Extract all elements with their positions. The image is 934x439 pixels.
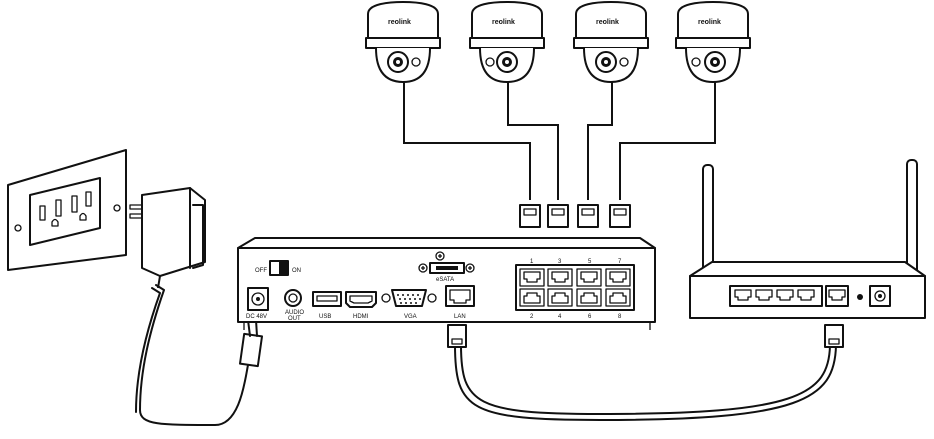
audio-label-2: OUT bbox=[288, 316, 301, 322]
usb-label: USB bbox=[319, 314, 331, 320]
poe-label-5: 5 bbox=[588, 259, 592, 265]
power-switch: OFF ON bbox=[255, 260, 301, 276]
camera-1: reolink bbox=[365, 1, 441, 83]
esata-port: eSATA bbox=[418, 251, 475, 283]
vga-port: VGA bbox=[381, 289, 437, 320]
nvr-recorder: OFF ON DC 48V AUDIO OUT USB HDMI bbox=[237, 237, 656, 330]
lan-port: LAN bbox=[445, 285, 475, 320]
poe-label-7: 7 bbox=[618, 259, 622, 265]
camera-1-brand: reolink bbox=[388, 19, 411, 26]
router bbox=[689, 159, 926, 319]
router-wan-port bbox=[825, 285, 849, 307]
dc-label: DC 48V bbox=[246, 314, 267, 320]
poe-label-2: 2 bbox=[530, 314, 534, 320]
power-adapter bbox=[129, 187, 206, 289]
camera-3: reolink bbox=[573, 1, 649, 83]
poe-label-3: 3 bbox=[558, 259, 562, 265]
poe-label-8: 8 bbox=[618, 314, 622, 320]
outlet-holes bbox=[39, 191, 92, 227]
poe-label-6: 6 bbox=[588, 314, 592, 320]
camera-cables bbox=[403, 80, 716, 228]
camera-4: reolink bbox=[675, 1, 751, 83]
rj45-plugs bbox=[519, 204, 631, 228]
audio-label-1: AUDIO bbox=[285, 310, 304, 316]
usb-port: USB bbox=[312, 291, 342, 320]
dc-port: DC 48V bbox=[246, 287, 269, 320]
power-cable bbox=[135, 284, 264, 426]
hdmi-port: HDMI bbox=[345, 291, 377, 320]
poe-ports: 1 3 5 7 2 4 6 8 bbox=[515, 259, 635, 320]
hdmi-label: HDMI bbox=[353, 314, 369, 320]
camera-2-brand: reolink bbox=[492, 19, 515, 26]
camera-4-brand: reolink bbox=[698, 19, 721, 26]
switch-on-label: ON bbox=[292, 268, 301, 274]
camera-3-brand: reolink bbox=[596, 19, 619, 26]
camera-2: reolink bbox=[469, 1, 545, 83]
router-lan-ports bbox=[729, 285, 823, 307]
vga-label: VGA bbox=[404, 314, 417, 320]
wall-outlet bbox=[7, 149, 127, 271]
switch-off-label: OFF bbox=[255, 268, 267, 274]
router-power-port bbox=[869, 285, 891, 307]
lan-cable bbox=[447, 324, 844, 421]
poe-label-1: 1 bbox=[530, 259, 534, 265]
audio-out-port: AUDIO OUT bbox=[284, 289, 304, 322]
router-reset-icon bbox=[857, 294, 863, 300]
esata-label: eSATA bbox=[436, 277, 454, 283]
lan-label: LAN bbox=[454, 314, 466, 320]
poe-label-4: 4 bbox=[558, 314, 562, 320]
